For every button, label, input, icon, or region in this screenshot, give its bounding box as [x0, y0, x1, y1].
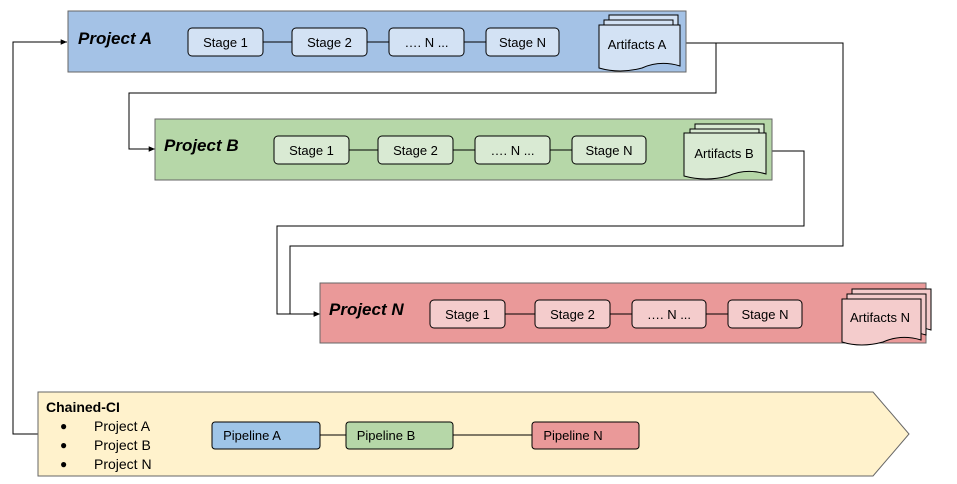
stage-label: Stage 2 [393, 143, 438, 158]
stage-label: Stage N [499, 35, 546, 50]
project-a-title: Project A [78, 29, 152, 48]
project-n-title: Project N [329, 300, 404, 319]
artifacts-n-document-stack: Artifacts N [841, 288, 932, 346]
artifacts-b-document-stack: Artifacts B [683, 123, 767, 180]
artifacts-a-label: Artifacts A [608, 37, 667, 52]
stage-box [429, 299, 506, 329]
project-b-panel: Project B Stage 1 Stage 2 …. N ... Stage… [154, 118, 773, 181]
list-bullet: ● [60, 457, 67, 471]
pipeline-b-box [345, 421, 454, 450]
artifacts-a-document-stack: Artifacts A [598, 14, 681, 72]
pipeline-b-label: Pipeline B [357, 428, 416, 443]
stage-box [273, 135, 350, 165]
pipeline-a-label: Pipeline A [223, 428, 281, 443]
project-list-item: Project A [94, 418, 151, 434]
connector-a-to-b [128, 42, 717, 152]
chained-ci-title: Chained-CI [46, 399, 120, 415]
pipeline-a-box [211, 421, 321, 450]
stage-box [377, 135, 454, 165]
project-b-title: Project B [164, 136, 239, 155]
stage-label: …. N ... [490, 143, 534, 158]
list-bullet: ● [60, 419, 67, 433]
project-a-panel: Project A Stage 1 Stage 2 …. N ... Stage… [67, 10, 687, 73]
connector-b-to-n [276, 150, 805, 317]
project-list-item: Project N [94, 456, 152, 472]
pipeline-n-box [531, 421, 640, 450]
stage-label: Stage 2 [550, 307, 595, 322]
artifacts-b-label: Artifacts B [694, 146, 753, 161]
stage-label: …. N ... [647, 307, 691, 322]
stage-box [571, 135, 647, 165]
chained-ci-background [37, 391, 910, 477]
stage-box [631, 299, 707, 329]
stage-label: Stage 1 [203, 35, 248, 50]
chained-ci-panel: Chained-CI ● Project A ● Project B ● Pro… [37, 391, 910, 477]
pipeline-n-label: Pipeline N [543, 428, 602, 443]
stage-label: Stage 1 [289, 143, 334, 158]
artifacts-n-label: Artifacts N [850, 310, 910, 325]
project-n-panel: Project N Stage 1 Stage 2 …. N ... Stage… [319, 282, 932, 346]
stage-box [388, 27, 465, 57]
stage-box [187, 27, 264, 57]
stage-box [474, 135, 551, 165]
project-list-item: Project B [94, 437, 151, 453]
project-n-background [319, 282, 927, 344]
stage-label: Stage N [742, 307, 789, 322]
stage-label: …. N ... [404, 35, 448, 50]
stage-label: Stage N [586, 143, 633, 158]
stage-label: Stage 1 [445, 307, 490, 322]
list-bullet: ● [60, 438, 67, 452]
stage-box [291, 27, 368, 57]
stage-box [534, 299, 611, 329]
stage-label: Stage 2 [307, 35, 352, 50]
stage-box [727, 299, 803, 329]
connector-chained-to-a [12, 39, 67, 435]
connectors [12, 39, 844, 435]
stage-box [485, 27, 560, 57]
